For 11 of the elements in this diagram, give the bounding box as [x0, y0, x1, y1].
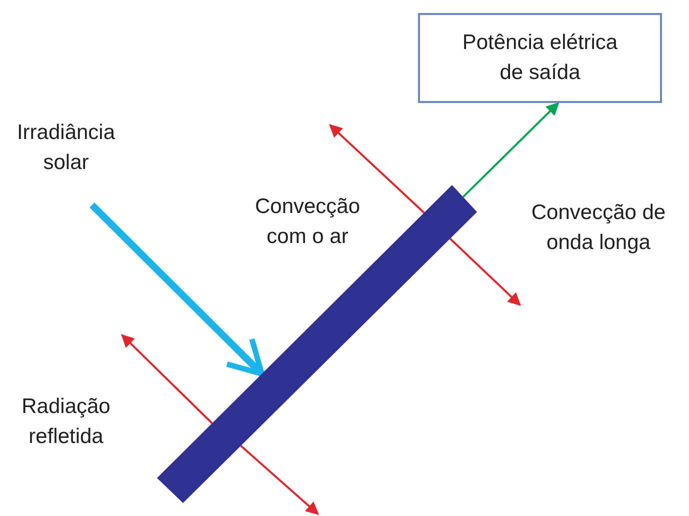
output-box: Potência elétrica de saída	[418, 13, 662, 103]
annotation-text: Convecção de onda longa	[530, 200, 667, 256]
arrow	[449, 238, 521, 306]
arrow	[462, 102, 560, 198]
annotation-text: Convecção com o ar	[254, 194, 362, 250]
arrow	[90, 202, 265, 377]
arrow	[121, 334, 213, 424]
annotation-text: Radiação refletida	[20, 394, 112, 450]
arrow	[240, 445, 319, 515]
arrow	[329, 124, 425, 214]
annotation-text: Irradiância solar	[16, 120, 116, 176]
